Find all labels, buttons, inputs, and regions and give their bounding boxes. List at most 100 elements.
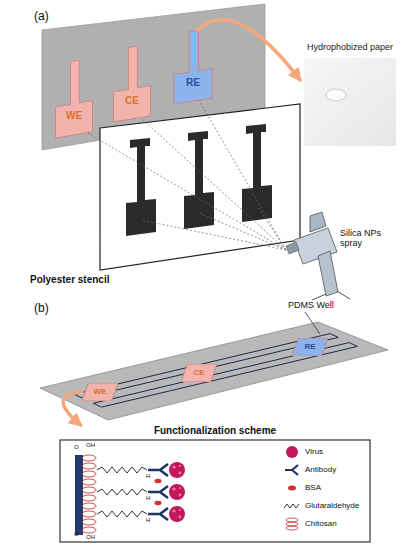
text-holder: Functionalization scheme [55, 425, 375, 437]
electrode-outline [52, 60, 96, 138]
electrode-pad: RE [292, 338, 328, 356]
text-holder: WE [82, 383, 118, 401]
antibody-symbol [148, 464, 168, 476]
spray-line [132, 110, 286, 250]
curved-arrow [198, 20, 300, 80]
chitosan-ring [82, 519, 96, 525]
immobilized-antibody [97, 462, 185, 478]
text-holder: Hydrophobized paper [300, 42, 400, 52]
electrode-label: RE [170, 77, 216, 89]
chemical-label: H [146, 473, 150, 480]
chitosan-ring [286, 522, 298, 526]
text-holder: RE [170, 77, 216, 89]
electrode-shape [181, 364, 217, 382]
droplet-highlight [330, 92, 336, 95]
chitosan-ring [82, 471, 96, 477]
electrode-label: CE [110, 95, 154, 107]
electrode-label: RE [304, 342, 315, 351]
electrode-outline [110, 46, 154, 122]
electrode-pad: CE [181, 364, 217, 382]
scheme-frame [60, 440, 370, 542]
electrode-outline [170, 30, 216, 104]
glutaraldehyde-chain [97, 467, 147, 473]
virus-spot [172, 465, 175, 468]
chitosan-ring [286, 518, 298, 522]
spray-stand [337, 291, 350, 299]
device-substrate [40, 322, 388, 420]
electrode-label: CE [193, 368, 204, 377]
spray-line [199, 213, 286, 250]
curved-arrow [63, 392, 82, 425]
part-label: Polyester stencil [30, 274, 109, 286]
chemical-label: O [74, 531, 79, 538]
electrode: WE [52, 60, 96, 138]
spray-nozzle [286, 242, 299, 254]
spray-lines [74, 90, 286, 250]
electrode-label: WE [94, 387, 107, 396]
electrode-label: WE [52, 110, 96, 122]
leader-line [305, 312, 320, 334]
virus-spot [179, 465, 181, 467]
bsa-symbol [155, 479, 162, 483]
chitosan-ring [82, 503, 96, 509]
legend-text: Glutaraldehyde [305, 501, 359, 510]
spray-cup [310, 212, 326, 232]
electrode-shape [82, 383, 118, 401]
legend-bsa-icon [288, 486, 296, 491]
chitosan-ring [82, 479, 96, 485]
electrode-shape [174, 30, 213, 104]
electrode-surface [75, 455, 83, 535]
spray-line [141, 220, 286, 250]
legend-text: BSA [305, 483, 321, 492]
chitosan-ring [82, 463, 96, 469]
legend-glutaraldehyde-icon [284, 504, 299, 508]
electrode-shape [292, 338, 328, 356]
virus-symbol [169, 462, 185, 478]
electrode-shape [114, 46, 151, 122]
part-label: Silica NPs spray [340, 228, 395, 249]
chitosan-ring [82, 487, 96, 493]
electrode-shape [56, 60, 93, 138]
spray-stand [312, 294, 326, 300]
legend-virus-icon [286, 446, 298, 458]
chemical-label: O [74, 444, 79, 451]
chitosan-ring [82, 511, 96, 517]
virus-spot [179, 472, 182, 475]
electrode: CE [110, 46, 154, 122]
photo-caption: Hydrophobized paper [300, 42, 400, 52]
text-holder: RE [292, 338, 328, 356]
part-label: PDMS Well [288, 300, 334, 310]
chemical-label: H [146, 495, 150, 502]
legend-chitosan-icon [286, 518, 298, 530]
panel-label: (b) [34, 302, 49, 316]
chemical-label: OH [86, 534, 95, 541]
paper-photo [304, 58, 396, 146]
electrode-pad: WE [82, 383, 118, 401]
chitosan-ring [82, 495, 96, 501]
photo-panel: Hydrophobized paper [300, 42, 400, 150]
immobilized-antibody [97, 484, 185, 500]
immobilized-antibody [97, 506, 185, 522]
legend-text: Virus [305, 447, 323, 456]
panel-label: (a) [34, 10, 49, 24]
spray-handle [318, 251, 338, 296]
stencil-cutout [242, 124, 272, 222]
spray-line [74, 125, 286, 250]
legend-text: Antibody [305, 465, 336, 474]
chemical-label: OH [86, 442, 95, 449]
legend-text: Chitosan [305, 519, 337, 528]
chitosan-ring [286, 526, 298, 530]
scheme-heading: Functionalization scheme [55, 425, 375, 437]
bsa-symbol [155, 501, 162, 505]
chitosan-ring [82, 455, 96, 461]
water-droplet [326, 89, 346, 101]
legend-antibody-icon [285, 465, 298, 475]
text-holder: CE [110, 95, 154, 107]
electrode: RE [170, 30, 216, 104]
polyester-stencil [100, 104, 300, 270]
chitosan-layer [82, 455, 96, 533]
chemical-label: H [146, 517, 150, 524]
text-holder: WE [52, 110, 96, 122]
stencil-cutout [184, 131, 214, 229]
